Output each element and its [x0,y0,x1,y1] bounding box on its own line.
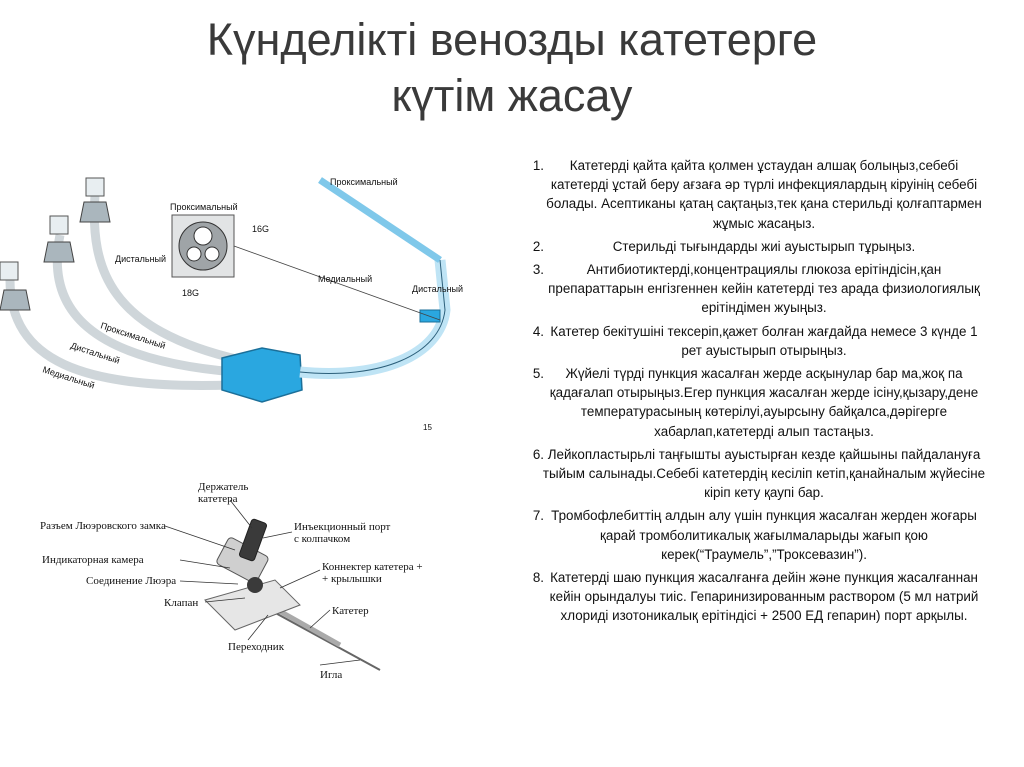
injection-port [238,518,268,562]
clamp-proximal [79,201,111,223]
label-connector-wings: Коннектер катетера + + крылышки [322,561,425,585]
tube-distal [52,234,236,377]
list-item-text: Антибиотиктерді,концентрациялы глюкоза е… [548,262,980,316]
list-item-text: Катетерді қайта қайта қолмен ұстаудан ал… [546,158,982,231]
label-luer-connector: Разъем Люэровского замка [40,520,166,532]
list-item-number: 1. [532,158,544,173]
list-item-text: Жүйелі түрді пункция жасалған жерде асқы… [549,366,979,439]
label-connector-wings-line-2: + крылышки [322,573,382,585]
label-holder: Держатель катетера [198,481,251,505]
tube-proximal [89,194,242,365]
label-needle: Игла [320,669,342,681]
label-luer-joint: Соединение Люэра [86,575,176,587]
needle [269,609,381,671]
list-item: 8. Катетерді шаю пункция жасалғанға дейін… [488,568,988,626]
luer-lock-body [216,537,269,584]
slide-title-line-1: Күнделікті венозды катетерге [206,14,818,65]
list-item-number: 3. [532,262,544,278]
label-distal: Дистальный [115,254,166,264]
label-proximal-tip: Проксимальный [330,177,398,187]
leader-lines [164,499,361,666]
label-injection-port-line-1: Инъекционный порт [294,521,391,533]
label-gauge-18: 18G [182,288,199,298]
list-item-number: 5. [532,366,544,382]
label-injection-port: Инъекционный порт с колпачком [294,521,393,545]
clamp-distal [43,241,75,263]
valve [247,577,263,593]
slide-title: Күнделікті венозды катетерге күтім жасау [0,12,1024,124]
label-adapter: Переходник [228,641,285,653]
slide-title-line-2: күтім жасау [391,70,633,121]
lumen-16g [193,226,213,246]
peripheral-catheter-diagram: Держатель катетера Разъем Люэровского за… [40,481,425,681]
luer-end-medial [0,261,19,281]
central-catheter-diagram: Проксимальный Дистальный 16G 18G Проксим… [0,177,463,432]
label-injection-port-line-2: с колпачком [294,533,350,545]
label-gauge-16: 16G [252,224,269,234]
label-medial-tip: Медиальный [318,274,372,284]
label-valve: Клапан [164,597,198,609]
list-item: 6.Лейкопластырьлі таңғышты ауыстырған ке… [488,445,988,503]
lumen-18g-b [204,246,220,262]
label-connector-wings-line-1: Коннектер катетера + [322,561,423,573]
list-item: 7. Тромбофлебиттің алдын алу үшін пункция… [488,506,988,564]
list-item-text: Катетерді шаю пункция жасалғанға дейін ж… [549,570,979,624]
list-item-number: 2. [532,238,544,254]
list-item: 2. Стерильді тығындарды жиі ауыстырып тұр… [488,237,988,256]
label-distal-tip: Дистальный [412,284,463,294]
luer-end-proximal [85,177,105,197]
label-scale-mark: 15 [423,423,432,432]
label-catheter: Катетер [332,605,369,617]
lumen-18g-a [186,246,202,262]
callout-line [233,245,441,321]
instruction-list: 1.Катетерді қайта қайта қолмен ұстаудан … [488,156,988,630]
label-holder-line-2: катетера [198,493,238,505]
list-item-text: Лейкопластырьлі таңғышты ауыстырған кезд… [542,446,986,501]
catheter-tip [318,177,442,263]
catheter-outline [299,259,446,374]
list-item-number: 8. [532,570,544,586]
list-item: 3.Антибиотиктерді,концентрациялы глюкоза… [488,260,988,318]
label-proximal: Проксимальный [170,202,238,212]
list-item-text: Тромбофлебиттің алдын алу үшін пункция ж… [551,508,977,562]
list-item-text: Стерильді тығындарды жиі ауыстырып тұрың… [612,238,916,254]
list-item-number: 6. [532,446,544,462]
label-holder-line-1: Держатель [198,481,248,493]
list-item: 4. Катетер бекітушіні тексеріп,қажет болғ… [488,322,988,360]
list-item: 1.Катетерді қайта қайта қолмен ұстаудан … [488,156,988,233]
clamp-medial [0,289,31,311]
list-item-number: 7. [532,508,544,524]
list-item: 5. Жүйелі түрді пункция жасалған жерде ас… [488,364,988,441]
luer-end-distal [49,215,69,235]
catheter-hub [221,347,303,403]
list-item-text: Катетер бекітушіні тексеріп,қажет болған… [550,323,978,358]
list-item-number: 4. [532,323,544,339]
label-indicator: Индикаторная камера [42,554,144,566]
